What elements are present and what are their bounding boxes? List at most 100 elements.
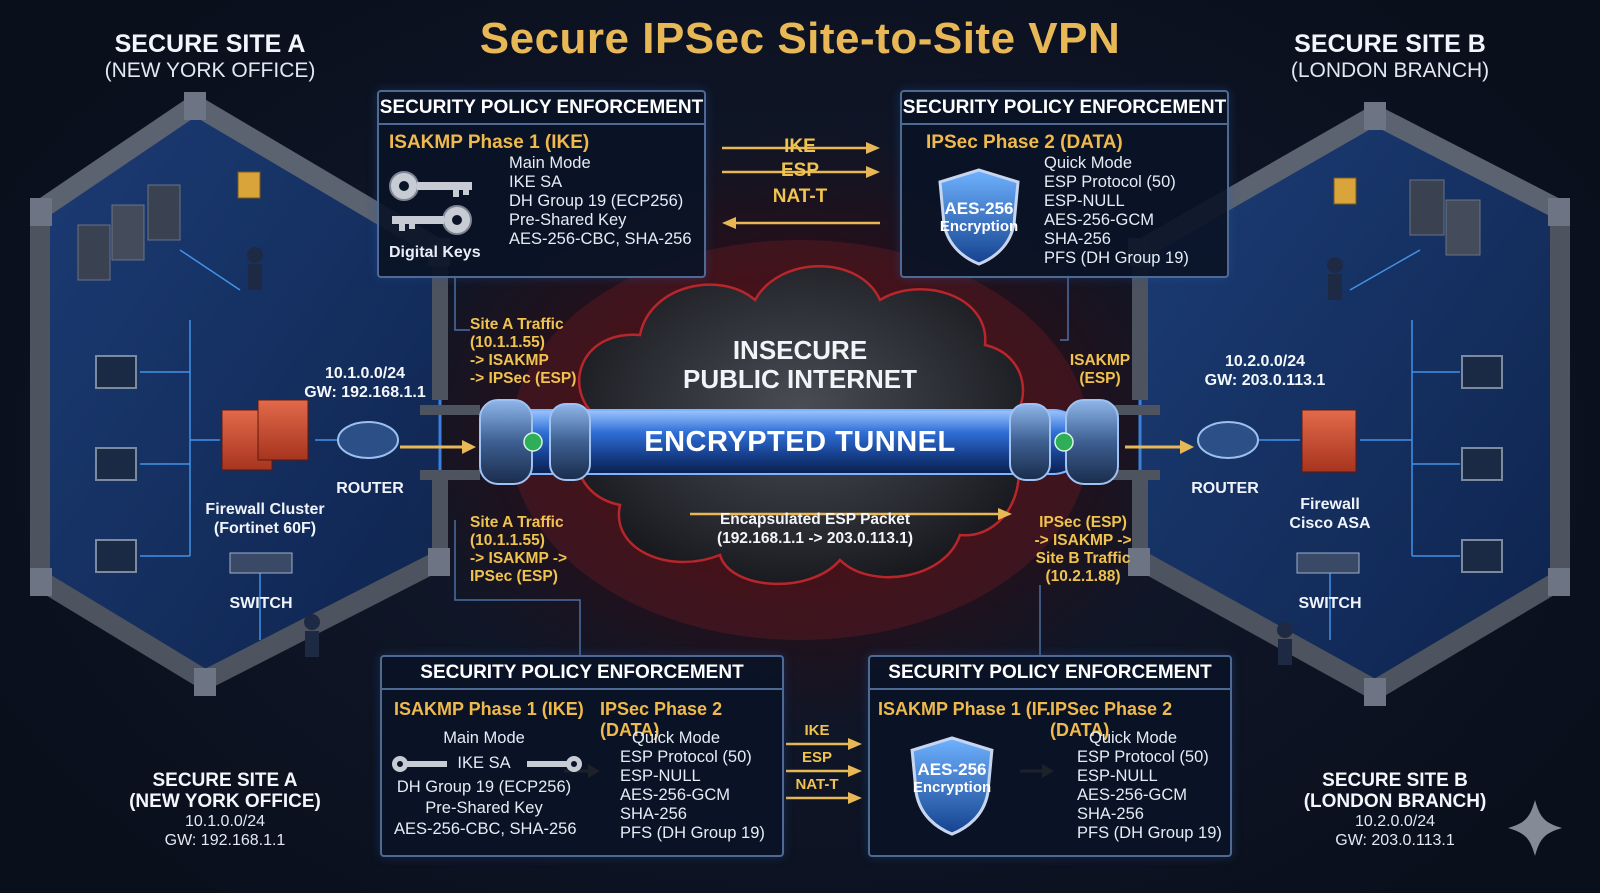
tunnel-label: ENCRYPTED TUNNEL	[644, 426, 956, 458]
esp-line: Encapsulated ESP Packet	[719, 511, 911, 528]
cloud-line: INSECURE	[732, 335, 868, 365]
list-item: ESP Protocol (50)	[1077, 748, 1209, 766]
traffic-line: (10.2.1.88)	[1045, 568, 1121, 585]
list-item: Quick Mode	[632, 729, 721, 747]
site-a-subnet: 10.1.0.0/24	[324, 365, 406, 382]
list-item: ESP Protocol (50)	[620, 748, 752, 766]
list-item: PFS (DH Group 19)	[1077, 824, 1222, 842]
phase-1-list: Main Mode IKE SA DH Group 19 (ECP256) Pr…	[509, 154, 692, 249]
traffic-line: -> ISAKMP ->	[470, 550, 568, 567]
firewall-label-line: Cisco ASA	[1289, 515, 1371, 532]
list-item: ESP-NULL	[620, 767, 701, 785]
policy-box-bottom-left: SECURITY POLICY ENFORCEMENT ISAKMP Phase…	[380, 655, 784, 857]
site-a-header: SECURE SITE A (NEW YORK OFFICE)	[80, 30, 340, 83]
key-icon	[392, 756, 447, 772]
policy-box-top-right: SECURITY POLICY ENFORCEMENT IPSec Phase …	[900, 90, 1229, 278]
site-b-subnet: 10.2.0.0/24	[1224, 353, 1306, 370]
list-item: Main Mode	[443, 729, 525, 747]
traffic-bottom-right: IPSec (ESP) -> ISAKMP -> Site B Traffic …	[1028, 514, 1138, 586]
traffic-line: -> IPSec (ESP)	[470, 370, 577, 387]
list-item: Main Mode	[509, 154, 591, 172]
policy-header: SECURITY POLICY ENFORCEMENT	[902, 92, 1227, 125]
site-b-footer-subnet: 10.2.0.0/24	[1354, 813, 1436, 830]
traffic-line: (ESP)	[1079, 370, 1121, 387]
site-b-footer-subtitle: (LONDON BRANCH)	[1303, 791, 1487, 812]
key-icon	[387, 164, 477, 244]
protocol-esp: ESP	[780, 160, 820, 181]
firewall-label-line: (Fortinet 60F)	[213, 520, 317, 537]
site-a-switch-label: SWITCH	[229, 595, 293, 612]
site-a-gateway: GW: 192.168.1.1	[304, 384, 426, 401]
site-b-subtitle: (LONDON BRANCH)	[1290, 59, 1490, 82]
site-a-footer-subtitle: (NEW YORK OFFICE)	[129, 791, 321, 812]
site-a-subtitle: (NEW YORK OFFICE)	[104, 59, 316, 82]
traffic-line: ISAKMP	[1069, 352, 1131, 369]
firewall-label-line: Firewall	[1300, 496, 1360, 513]
traffic-line: (10.1.1.55)	[470, 532, 545, 549]
site-a-footer-title: SECURE SITE A	[152, 770, 298, 791]
list-item: DH Group 19 (ECP256)	[509, 192, 684, 210]
site-a-network: 10.1.0.0/24 GW: 192.168.1.1	[290, 364, 440, 402]
phase-1-label: ISAKMP Phase 1 (IKE)	[389, 132, 590, 153]
traffic-line: Site A Traffic	[470, 316, 564, 333]
list-item: ESP Protocol (50)	[1044, 173, 1176, 191]
site-b-footer: SECURE SITE B (LONDON BRANCH) 10.2.0.0/2…	[1290, 770, 1500, 850]
site-b-gateway: GW: 203.0.113.1	[1204, 372, 1326, 389]
protocol-ike: IKE	[784, 136, 816, 157]
shield-icon: AES-256 Encryption	[934, 166, 1024, 266]
data-flow-arrows	[400, 142, 1194, 804]
page-title: Secure IPSec Site-to-Site VPN	[479, 14, 1121, 63]
protocol-esp: ESP	[801, 749, 832, 766]
traffic-line: IPSec (ESP)	[1039, 514, 1127, 531]
list-item: Quick Mode	[1044, 154, 1133, 172]
list-item: AES-256-CBC, SHA-256	[394, 820, 577, 838]
traffic-line: (10.1.1.55)	[470, 334, 545, 351]
list-item: Pre-Shared Key	[425, 799, 543, 817]
list-item: SHA-256	[1077, 805, 1144, 823]
site-b-network: 10.2.0.0/24 GW: 203.0.113.1	[1185, 352, 1345, 390]
list-item: Quick Mode	[1089, 729, 1178, 747]
site-b-footer-title: SECURE SITE B	[1322, 770, 1468, 791]
site-a-firewall-label: Firewall Cluster (Fortinet 60F)	[190, 500, 340, 538]
traffic-top-right: ISAKMP (ESP)	[1060, 352, 1140, 388]
policy-box-bottom-right: SECURITY POLICY ENFORCEMENT ISAKMP Phase…	[868, 655, 1232, 857]
list-item: AES-256-GCM	[1044, 211, 1155, 229]
list-item: AES-256-GCM	[1077, 786, 1188, 804]
phase-2-list: Quick Mode ESP Protocol (50) ESP-NULL AE…	[620, 729, 765, 843]
site-b-header: SECURE SITE B (LONDON BRANCH)	[1260, 30, 1520, 83]
list-item: AES-256-GCM	[620, 786, 731, 804]
site-a-footer-subnet: 10.1.0.0/24	[184, 813, 266, 830]
phase-2-label: IPSec Phase 2 (DATA)	[600, 699, 723, 740]
list-item: SHA-256	[1044, 230, 1111, 248]
policy-header: SECURITY POLICY ENFORCEMENT	[382, 657, 782, 690]
site-b-router-label: ROUTER	[1191, 480, 1259, 497]
traffic-top-left: Site A Traffic (10.1.1.55) -> ISAKMP -> …	[470, 316, 576, 388]
phase-2-list: Quick Mode ESP Protocol (50) ESP-NULL AE…	[1044, 154, 1189, 268]
traffic-line: Site A Traffic	[470, 514, 564, 531]
traffic-line: -> ISAKMP ->	[1034, 532, 1132, 549]
traffic-line: Site B Traffic	[1035, 550, 1131, 567]
protocol-ike: IKE	[804, 722, 830, 739]
list-item: ESP-NULL	[1044, 192, 1125, 210]
phase-2-list: Quick Mode ESP Protocol (50) ESP-NULL AE…	[1077, 729, 1222, 843]
list-item: PFS (DH Group 19)	[620, 824, 765, 842]
site-a-footer: SECURE SITE A (NEW YORK OFFICE) 10.1.0.0…	[120, 770, 330, 850]
policy-box-top-left: SECURITY POLICY ENFORCEMENT ISAKMP Phase…	[377, 90, 706, 278]
traffic-bottom-left: Site A Traffic (10.1.1.55) -> ISAKMP -> …	[470, 514, 567, 586]
list-item: ESP-NULL	[1077, 767, 1158, 785]
policy-header: SECURITY POLICY ENFORCEMENT	[379, 92, 704, 125]
cloud-line: PUBLIC INTERNET	[683, 364, 917, 394]
phase-2-label: IPSec Phase 2 (DATA)	[1050, 699, 1173, 740]
shield-label-2: Encryption	[939, 218, 1019, 235]
site-b-switch-label: SWITCH	[1298, 595, 1362, 612]
list-item: AES-256-CBC, SHA-256	[509, 230, 692, 248]
site-b-title: SECURE SITE B	[1294, 30, 1486, 58]
traffic-line: -> ISAKMP	[470, 352, 549, 369]
traffic-line: IPSec (ESP)	[470, 568, 558, 585]
digital-keys-label: Digital Keys	[389, 244, 481, 261]
list-item: SHA-256	[620, 805, 687, 823]
protocol-nat-t: NAT-T	[772, 186, 828, 207]
list-item: Pre-Shared Key	[509, 211, 627, 229]
site-b-firewall-label: Firewall Cisco ASA	[1280, 495, 1380, 533]
